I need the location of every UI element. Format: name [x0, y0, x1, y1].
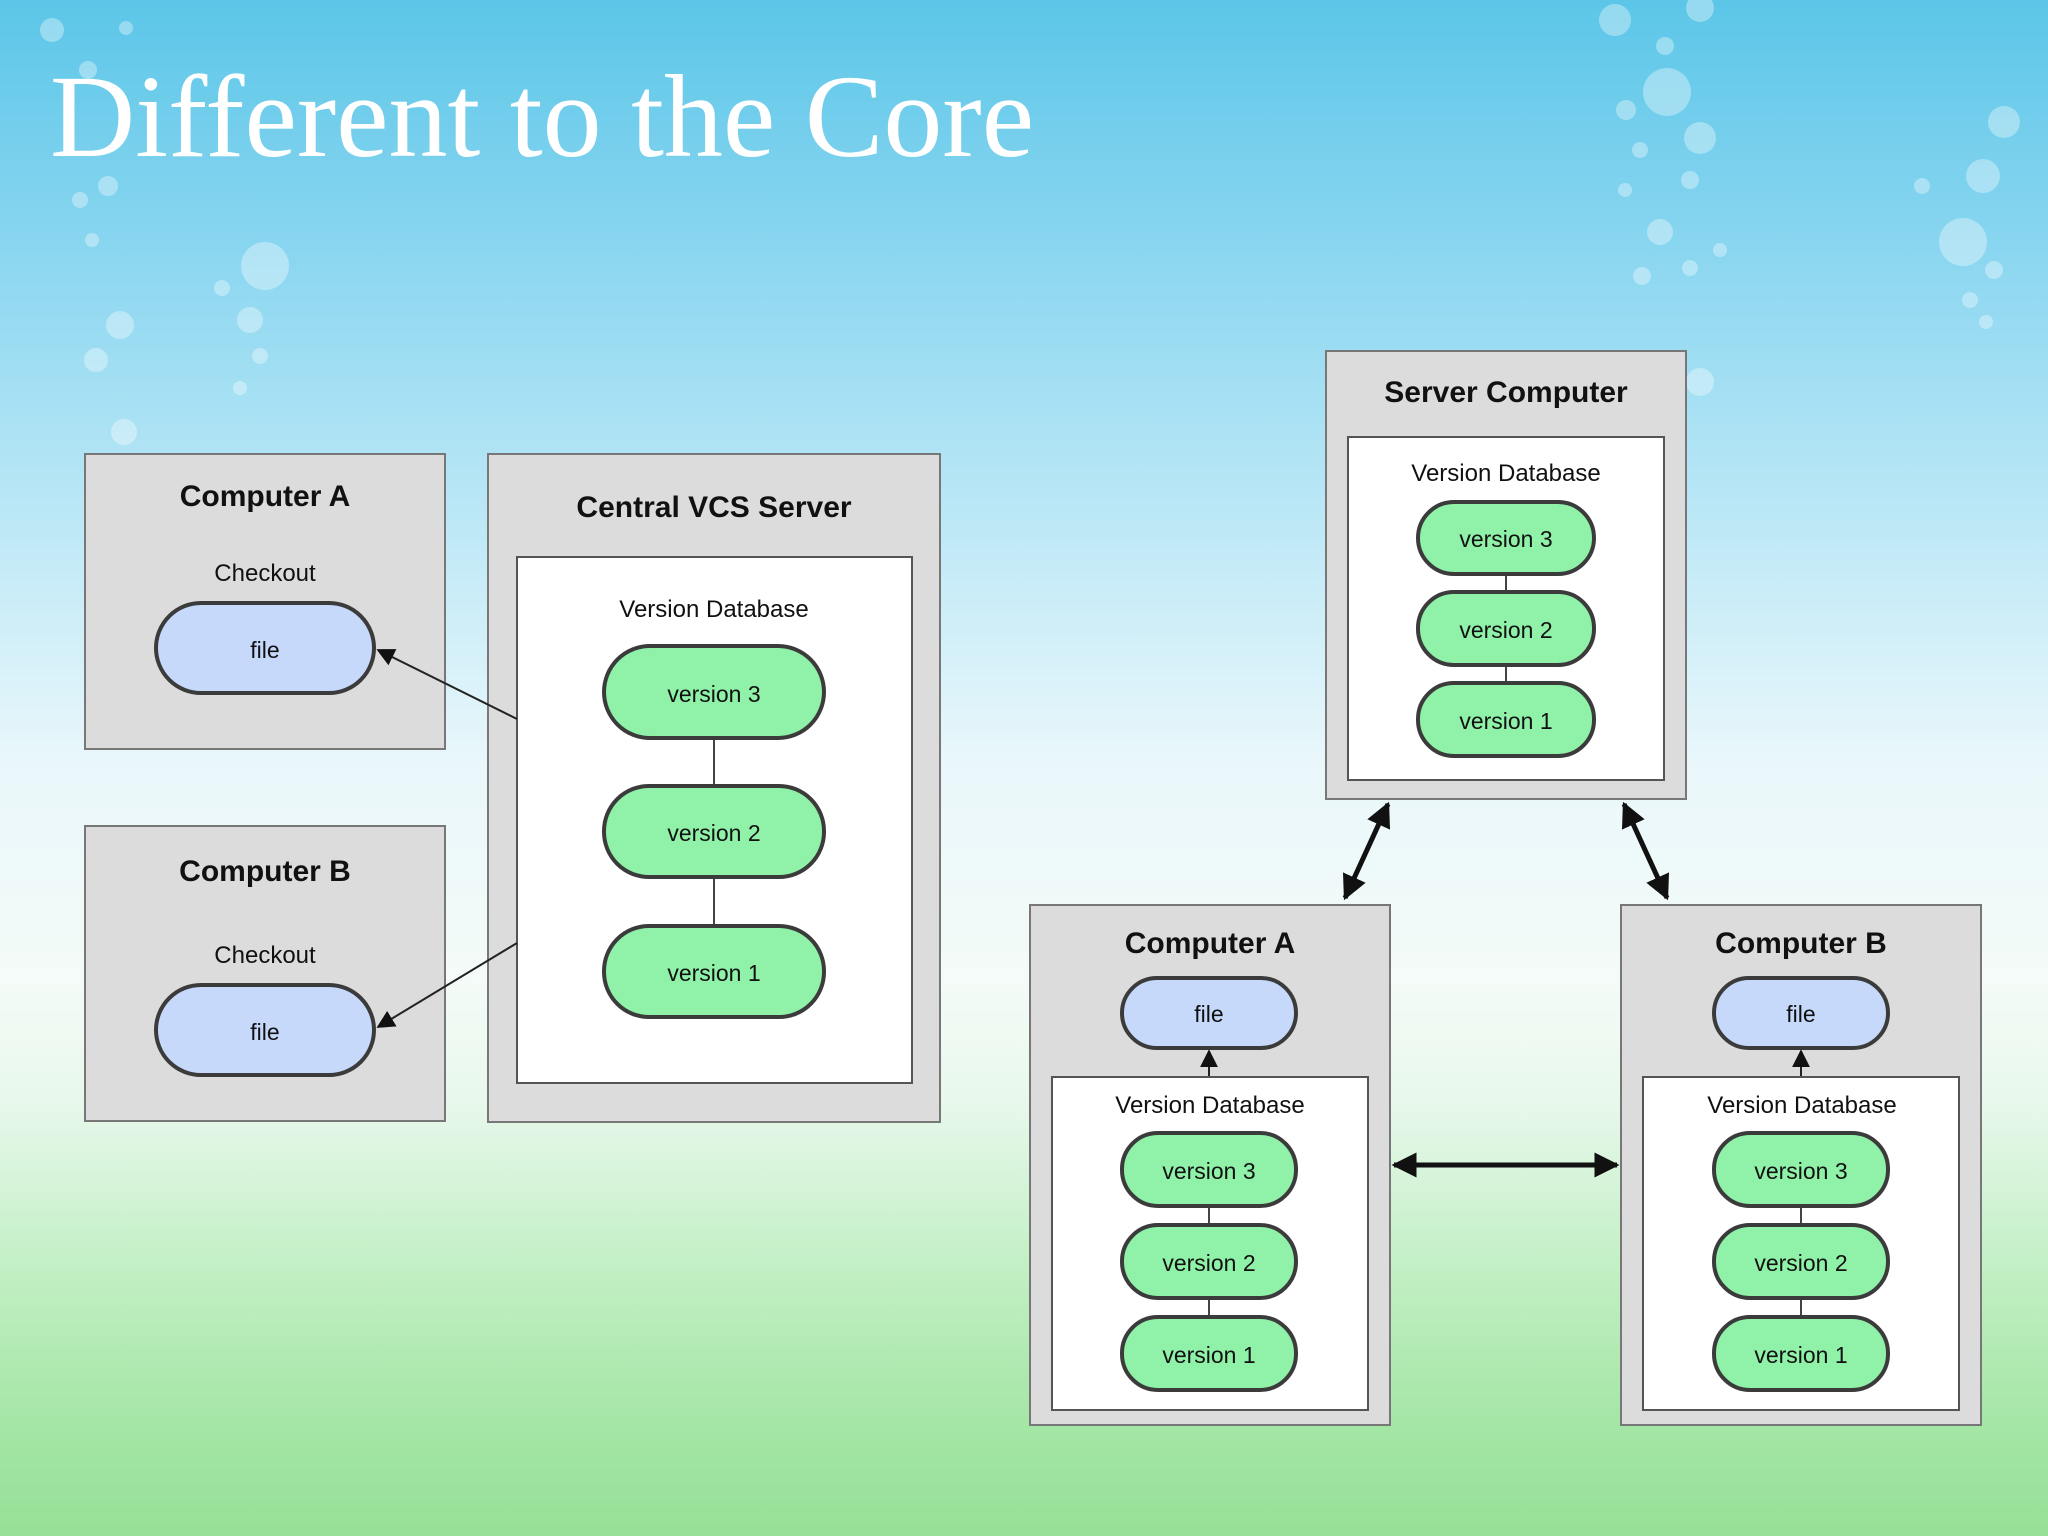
dist-computer-a-version-3-pill: [1120, 1131, 1298, 1208]
central-computer-a-file-label: file: [250, 637, 279, 663]
dist-computer-b-file-label: file: [1786, 1001, 1815, 1027]
dist-computer-a-version-3-label: version 3: [1162, 1158, 1255, 1184]
central-computer-b-checkout-label: Checkout: [214, 942, 316, 969]
central-server-title: Central VCS Server: [576, 491, 851, 524]
dist-computer-b-version-2-label: version 2: [1754, 1250, 1847, 1276]
dist-computer-a-db-label: Version Database: [1115, 1092, 1304, 1119]
dist-server-db-label: Version Database: [1411, 460, 1600, 487]
dist-computer-b-file-pill: [1712, 976, 1890, 1050]
central-computer-b-title: Computer B: [179, 855, 351, 888]
dist-computer-b-db-label: Version Database: [1707, 1092, 1896, 1119]
central-computer-b-file-pill: [154, 983, 376, 1077]
dist-server-version-1-label: version 1: [1459, 708, 1552, 734]
dist-computer-b-version-3-pill: [1712, 1131, 1890, 1208]
checkout-arrow-a: [376, 649, 518, 720]
dist-computer-a-file-pill: [1120, 976, 1298, 1050]
central-version-1-label: version 1: [667, 960, 760, 986]
dist-computer-b-version-2-pill: [1712, 1223, 1890, 1300]
dist-computer-a-version-1-label: version 1: [1162, 1342, 1255, 1368]
central-vcs-server: Central VCS Server Version Database vers…: [487, 453, 941, 1123]
dist-server-version-3-pill: [1416, 500, 1596, 576]
dist-computer-a-version-2-label: version 2: [1162, 1250, 1255, 1276]
central-version-3-pill: [602, 644, 826, 740]
dist-computer-a-version-1-pill: [1120, 1315, 1298, 1392]
dist-computer-a-version-2-pill: [1120, 1223, 1298, 1300]
dist-server-version-3-label: version 3: [1459, 526, 1552, 552]
sync-arrow-server-a: [1342, 801, 1391, 901]
dist-server-version-2-label: version 2: [1459, 617, 1552, 643]
slide-title: Different to the Core: [50, 51, 1035, 182]
checkout-arrow-b: [376, 942, 518, 1028]
dist-server-version-2-pill: [1416, 590, 1596, 667]
centralized-diagram: Computer A Checkout file Computer B Chec…: [84, 453, 941, 1123]
central-computer-a-checkout-label: Checkout: [214, 560, 316, 587]
dist-computer-b-version-1-label: version 1: [1754, 1342, 1847, 1368]
central-version-2-pill: [602, 784, 826, 879]
dist-server-version-1-pill: [1416, 681, 1596, 758]
central-version-2-label: version 2: [667, 820, 760, 846]
central-computer-a: Computer A Checkout file: [84, 453, 446, 750]
central-computer-b-file-label: file: [250, 1019, 279, 1045]
central-computer-a-file-pill: [154, 601, 376, 695]
dist-server-computer: Server Computer Version Database version…: [1325, 350, 1687, 800]
dist-computer-b-version-3-label: version 3: [1754, 1158, 1847, 1184]
central-version-3-label: version 3: [667, 681, 760, 707]
dist-computer-b-title: Computer B: [1715, 927, 1887, 960]
central-computer-b: Computer B Checkout file: [84, 825, 446, 1122]
dist-computer-b-version-1-pill: [1712, 1315, 1890, 1392]
dist-server-title: Server Computer: [1384, 376, 1628, 409]
central-server-db-label: Version Database: [619, 596, 808, 623]
sync-arrow-server-b: [1621, 801, 1670, 901]
distributed-diagram: Server Computer Version Database version…: [1029, 350, 1982, 1426]
dist-computer-a-file-label: file: [1194, 1001, 1223, 1027]
central-computer-a-title: Computer A: [180, 480, 351, 513]
dist-computer-b: Computer B file Version Database version…: [1620, 904, 1982, 1426]
dist-computer-a: Computer A file Version Database version…: [1029, 904, 1391, 1426]
dist-computer-a-title: Computer A: [1125, 927, 1296, 960]
central-version-1-pill: [602, 924, 826, 1019]
